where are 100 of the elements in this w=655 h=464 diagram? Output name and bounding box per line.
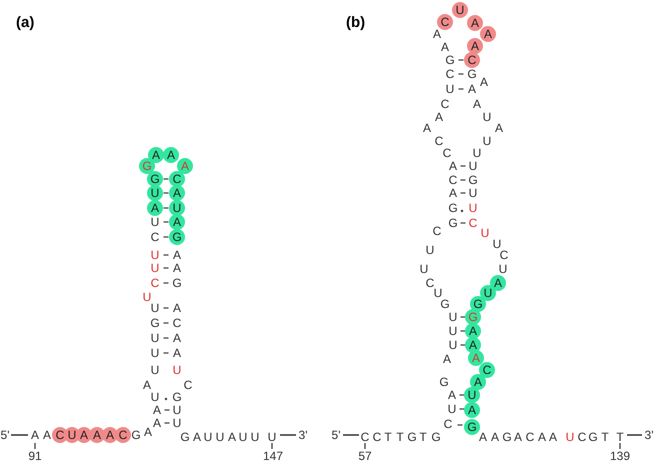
nucleotide-letter: C [426, 277, 434, 289]
highlighted-nucleotide: G [465, 309, 481, 325]
nucleotide-letter: C [448, 174, 458, 186]
nucleotide-letter: G [468, 174, 478, 186]
nucleotide-letter: U [150, 249, 160, 261]
nucleotide-letter: A [449, 187, 457, 199]
nucleotide-letter: U [468, 187, 478, 199]
highlighted-nucleotide: G [147, 171, 163, 187]
panel-label: (b) [346, 13, 366, 33]
highlighted-nucleotide: C [437, 14, 453, 30]
highlighted-nucleotide: A [480, 26, 496, 42]
highlighted-nucleotide: A [76, 427, 92, 443]
nucleotide-letter: A [441, 41, 449, 53]
nucleotide-letter: A [491, 431, 499, 443]
nucleotide-letter: A [144, 426, 152, 438]
highlighted-nucleotide: A [464, 402, 480, 418]
nucleotide-letter: U [150, 364, 160, 376]
nucleotide-letter: G [445, 54, 455, 66]
highlighted-nucleotide: C [115, 427, 131, 443]
nucleotide-letter: U [142, 291, 152, 303]
nucleotide-letter: U [434, 287, 442, 299]
nucleotide-letter: U [468, 160, 478, 172]
position-number: 91 [28, 450, 42, 462]
strand-end-label: 5' [332, 429, 340, 441]
nucleotide-letter: U [448, 339, 458, 351]
strand-end-label: 3' [644, 429, 654, 441]
nucleotide-letter: C [434, 135, 444, 147]
nucleotide-letter: C [578, 431, 586, 443]
strand-end-label: 5' [0, 429, 10, 441]
nucleotide-letter: C [184, 379, 192, 391]
nucleotide-letter: G [172, 277, 182, 289]
highlighted-nucleotide: G [470, 296, 486, 312]
highlighted-nucleotide: G [169, 229, 185, 245]
highlighted-nucleotide: A [163, 147, 179, 163]
nucleotide-letter: A [480, 76, 488, 88]
nucleotide-letter: C [432, 225, 442, 237]
nucleotide-letter: C [446, 68, 454, 80]
nucleotide-letter: A [143, 379, 151, 391]
nucleotide-letter: G [588, 431, 598, 443]
highlighted-nucleotide: G [464, 419, 480, 435]
nucleotide-letter: C [172, 317, 182, 329]
nucleotide-letter: A [173, 262, 181, 274]
highlighted-nucleotide: A [177, 158, 193, 174]
highlighted-nucleotide: U [464, 387, 480, 403]
nucleotide-letter: U [426, 244, 434, 256]
highlighted-nucleotide: A [89, 427, 105, 443]
nucleotide-letter: U [472, 147, 482, 159]
nucleotide-letter: U [150, 216, 160, 228]
nucleotide-letter: U [268, 431, 276, 443]
nucleotide-letter: U [446, 83, 454, 95]
nucleotide-letter: U [172, 417, 182, 429]
nucleotide-letter: A [449, 160, 457, 172]
strand-end-label: 3' [298, 429, 308, 441]
nucleotide-letter: U [448, 403, 456, 415]
nucleotide-letter: C [372, 431, 382, 443]
highlighted-nucleotide: A [148, 147, 164, 163]
nucleotide-letter: U [150, 347, 160, 359]
highlighted-nucleotide: A [169, 214, 185, 230]
nucleotide-letter: A [173, 347, 181, 359]
nucleotide-letter: G [439, 376, 449, 388]
nucleotide-letter: C [440, 98, 450, 110]
nucleotide-letter: T [419, 431, 427, 443]
nucleotide-letter: G [502, 431, 512, 443]
nucleotide-letter: U [448, 325, 458, 337]
position-number: 139 [610, 450, 630, 462]
nucleotide-letter: A [153, 404, 161, 416]
nucleotide-letter: U [150, 391, 160, 403]
nucleotide-letter: G [407, 431, 417, 443]
nucleotide-letter: A [173, 302, 181, 314]
nucleotide-letter: A [495, 122, 503, 134]
highlighted-nucleotide: U [147, 185, 163, 201]
nucleotide-letter: U [480, 227, 490, 239]
nucleotide-letter: U [448, 311, 458, 323]
highlighted-nucleotide: A [467, 15, 483, 31]
highlighted-nucleotide: A [465, 323, 481, 339]
nucleotide-letter: U [482, 135, 492, 147]
nucleotide-letter: A [538, 431, 546, 443]
nucleotide-letter: A [423, 122, 431, 134]
nucleotide-letter: A [448, 389, 456, 401]
nucleotide-letter: G [440, 298, 450, 310]
nucleotide-letter: A [228, 431, 236, 443]
highlighted-nucleotide: A [468, 350, 484, 366]
nucleotide-letter: C [468, 217, 478, 229]
highlighted-nucleotide: A [169, 185, 185, 201]
nucleotide-letter: U [420, 263, 428, 275]
nucleotide-letter: U [492, 238, 502, 250]
highlighted-nucleotide: U [452, 2, 468, 18]
nucleotide-letter: A [173, 332, 181, 344]
nucleotide-letter: A [173, 249, 181, 261]
highlighted-nucleotide: A [470, 374, 486, 390]
nucleotide-letter: A [31, 429, 39, 441]
highlighted-nucleotide: A [467, 38, 483, 54]
nucleotide-letter: C [442, 147, 452, 159]
highlighted-nucleotide: C [479, 362, 495, 378]
nucleotide-letter: G [150, 317, 160, 329]
nucleotide-letter: T [384, 431, 392, 443]
nucleotide-letter: A [549, 431, 557, 443]
nucleotide-letter: C [444, 418, 452, 430]
position-number: 147 [262, 450, 284, 462]
nucleotide-letter: A [153, 417, 161, 429]
